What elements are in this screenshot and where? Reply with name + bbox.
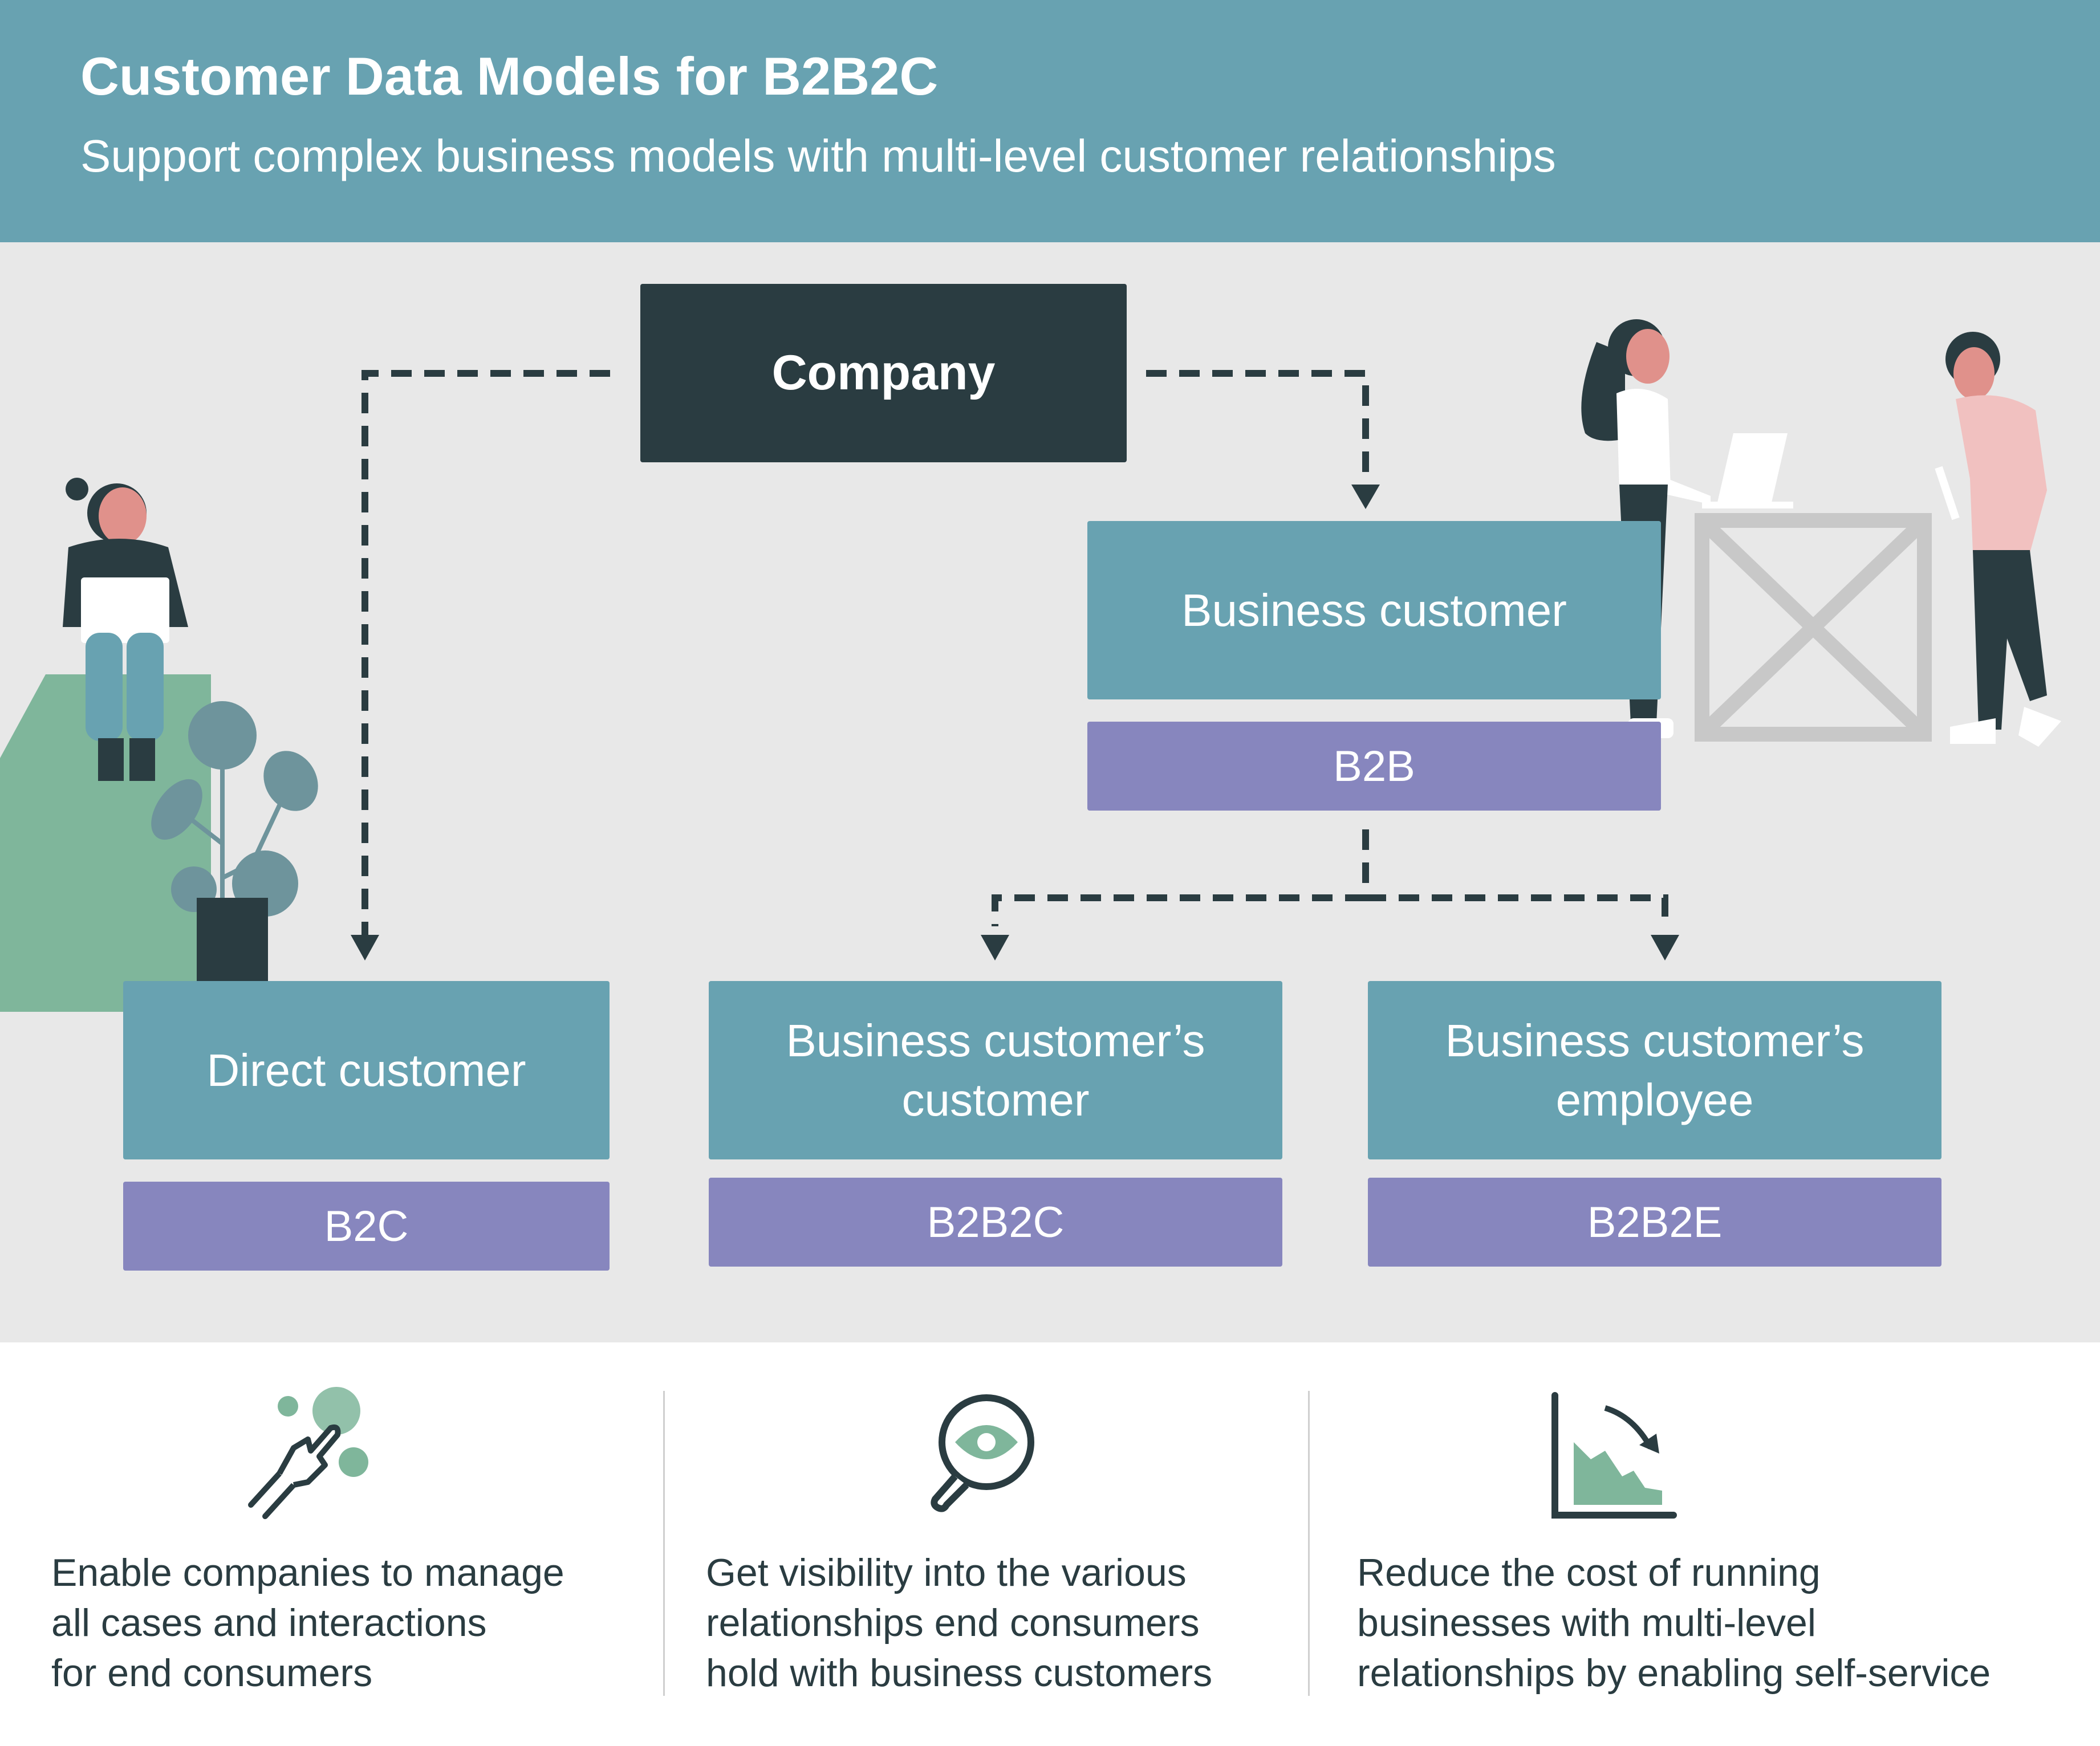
benefit-line: businesses with multi-level [1357,1601,1816,1645]
benefit-text-visibility: Get visibility into the various relation… [706,1548,1299,1698]
connector-lines [361,370,1668,938]
benefit-line: relationships by enabling self-service [1357,1651,1991,1695]
benefit-line: relationships end consumers [706,1601,1200,1645]
b2b2c-tag: B2B2C [709,1178,1282,1267]
direct-customer-node: Direct customer [123,981,610,1159]
sitting-person-illustration [63,478,188,781]
benefit-text-reduce-cost: Reduce the cost of running businesses wi… [1357,1548,2093,1698]
benefit-divider [663,1391,665,1696]
benefit-line: all cases and interactions [51,1601,487,1645]
business-customers-customer-node: Business customer’s customer [709,981,1282,1159]
b2c-tag: B2C [123,1182,610,1271]
benefit-line: Get visibility into the various [706,1551,1187,1594]
benefit-divider [1308,1391,1310,1696]
connector-arrowheads [351,485,1679,960]
b2b-tag: B2B [1087,722,1661,811]
header-banner: Customer Data Models for B2B2C Support c… [0,0,2100,242]
business-customer-node: Business customer [1087,521,1661,699]
crate-illustration [1695,513,1932,742]
benefit-line: Enable companies to manage [51,1551,564,1594]
benefit-line: for end consumers [51,1651,373,1695]
benefit-text-manage-cases: Enable companies to manage all cases and… [51,1548,650,1698]
green-hill-shape [0,674,211,1012]
diagram-illustrations [0,319,2061,1012]
business-customers-employee-node: Business customer’s employee [1368,981,1941,1159]
page-subtitle: Support complex business models with mul… [80,131,1556,181]
page-title: Customer Data Models for B2B2C [80,46,939,106]
b2b2e-tag: B2B2E [1368,1178,1941,1267]
declining-chart-icon [1551,1392,1677,1519]
magnifier-eye-icon [931,1394,1034,1512]
benefit-line: Reduce the cost of running [1357,1551,1821,1594]
standing-man-illustration [1935,332,2061,747]
touch-hand-icon [248,1387,368,1519]
benefit-line: hold with business customers [706,1651,1213,1695]
company-node: Company [640,284,1127,462]
